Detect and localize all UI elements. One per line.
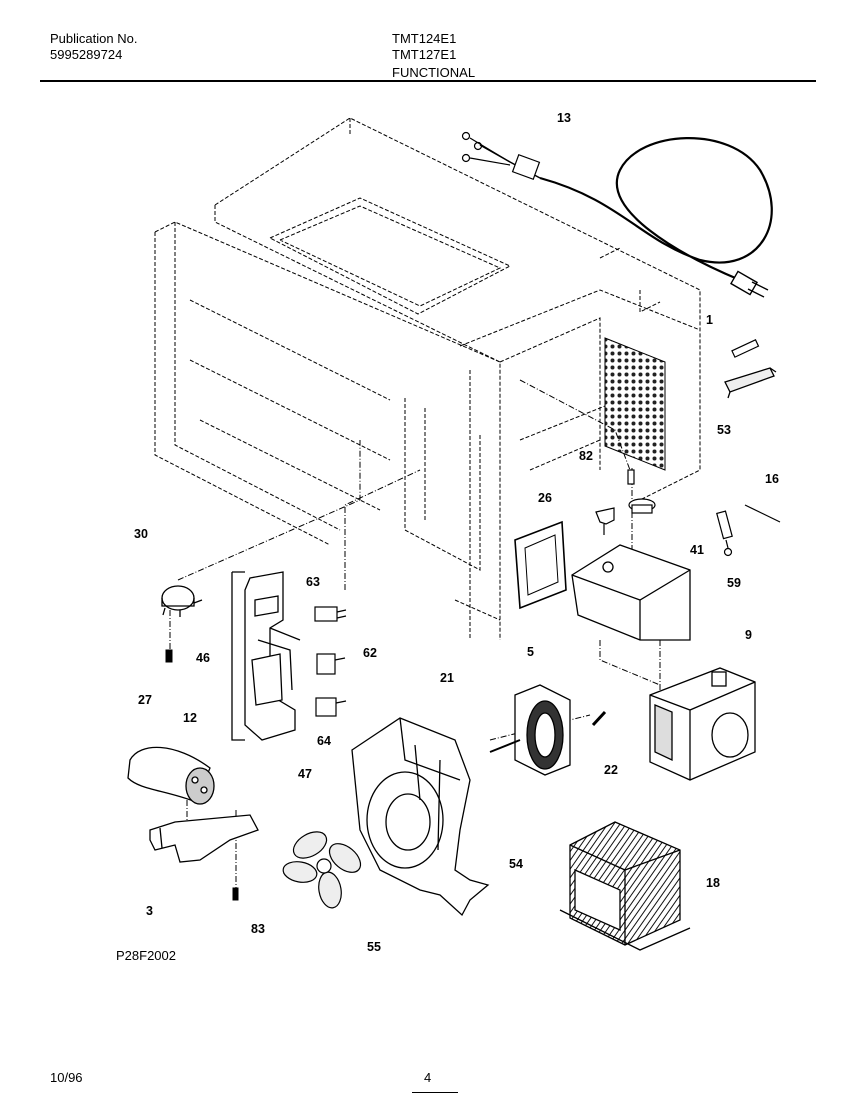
footer-rule — [412, 1092, 458, 1093]
magnetron-bracket — [571, 544, 691, 641]
screw-83 — [232, 887, 239, 901]
switch-30 — [161, 585, 203, 617]
switch-63 — [314, 606, 347, 622]
callout-62: 62 — [363, 646, 377, 660]
callout-13: 13 — [557, 111, 571, 125]
screw-82 — [627, 469, 635, 485]
callout-83: 83 — [251, 922, 265, 936]
callout-55: 55 — [367, 940, 381, 954]
page-number: 4 — [424, 1070, 432, 1085]
switch-62 — [316, 653, 346, 675]
fuse-holder — [724, 367, 777, 399]
switch-64 — [315, 697, 347, 717]
publication-label: Publication No. — [50, 31, 138, 46]
thermostat-41 — [628, 498, 656, 514]
callout-64: 64 — [317, 734, 331, 748]
section-title: FUNCTIONAL — [392, 65, 476, 80]
model-number-1: TMT124E1 — [392, 31, 457, 46]
callout-82: 82 — [579, 449, 593, 463]
screw-27 — [165, 649, 173, 663]
capacitor-bracket — [149, 814, 259, 863]
screw-22 — [591, 710, 607, 727]
interlock-bracket — [231, 571, 301, 741]
power-transformer — [559, 821, 691, 951]
high-voltage-diode — [716, 504, 781, 557]
callout-12: 12 — [183, 711, 197, 725]
callout-41: 41 — [690, 543, 704, 557]
vent-grill — [604, 337, 666, 471]
sensor-26 — [595, 507, 615, 535]
callout-3: 3 — [146, 904, 153, 918]
footer-date: 10/96 — [50, 1070, 83, 1085]
cabinet-outline — [154, 117, 701, 640]
callout-27: 27 — [138, 693, 152, 707]
fan-duct-housing — [351, 717, 490, 917]
fan-blade — [282, 831, 362, 909]
callout-46: 46 — [196, 651, 210, 665]
callout-18: 18 — [706, 876, 720, 890]
header-rule — [40, 80, 816, 82]
callout-1: 1 — [706, 313, 713, 327]
callout-16: 16 — [765, 472, 779, 486]
callout-5: 5 — [527, 645, 534, 659]
callout-54: 54 — [509, 857, 523, 871]
high-voltage-capacitor — [127, 746, 215, 805]
callout-47: 47 — [298, 767, 312, 781]
figure-code: P28F2002 — [116, 948, 176, 963]
callout-63: 63 — [306, 575, 320, 589]
callout-59: 59 — [727, 576, 741, 590]
publication-number: 5995289724 — [50, 47, 123, 62]
callout-53: 53 — [717, 423, 731, 437]
fan-motor — [489, 684, 571, 776]
magnetron — [649, 667, 756, 781]
power-cord — [461, 131, 773, 298]
callout-9: 9 — [745, 628, 752, 642]
callout-30: 30 — [134, 527, 148, 541]
waveguide-gasket — [514, 520, 567, 610]
callout-22: 22 — [604, 763, 618, 777]
fuse — [731, 338, 760, 358]
model-number-2: TMT127E1 — [392, 47, 457, 62]
callout-26: 26 — [538, 491, 552, 505]
callout-21: 21 — [440, 671, 454, 685]
